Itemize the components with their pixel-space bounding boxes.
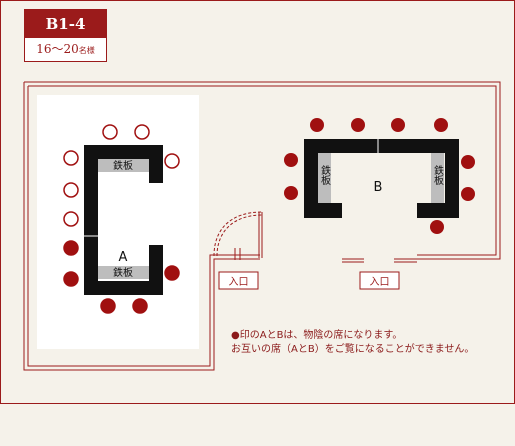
seat-open — [63, 150, 79, 166]
table-a-label: A — [119, 250, 128, 265]
entrance-left: 入口 — [218, 271, 259, 290]
griddle-a-bottom — [98, 266, 149, 279]
table-a-seats — [63, 124, 180, 314]
table-a-bottom-end — [149, 245, 163, 295]
table-a-top-end — [149, 145, 163, 183]
table-b-top-bar — [304, 139, 459, 153]
entrance-right-label: 入口 — [370, 277, 390, 288]
room-code: B1-4 — [25, 10, 106, 38]
seat-marked — [63, 240, 79, 256]
griddle-a-bottom-label: 鉄板 — [113, 266, 133, 279]
seat-open — [63, 211, 79, 227]
table-b-right-foot — [417, 203, 459, 218]
door-swing-inner — [216, 214, 263, 257]
table-b-label: B — [374, 180, 383, 195]
seat-open — [164, 153, 180, 169]
table-a-top-bar — [84, 145, 163, 159]
room-capacity: 16〜20名様 — [25, 38, 106, 61]
note-line-1: ●印のAとBは、物陰の席になります。 — [231, 330, 403, 341]
seat-marked — [284, 153, 298, 167]
table-a-spine — [84, 145, 98, 295]
room-badge: B1-4 16〜20名様 — [24, 9, 107, 62]
entrance-left-label: 入口 — [229, 277, 249, 288]
seat-marked — [461, 187, 475, 201]
griddle-b-left — [318, 153, 331, 203]
table-b-right-leg — [445, 139, 459, 218]
griddle-b-right-label: 鉄板 — [432, 164, 444, 186]
seat-marked — [284, 186, 298, 200]
griddle-a-top — [98, 159, 149, 172]
seat-marked — [430, 220, 444, 234]
entrance-left-box — [218, 271, 259, 290]
capacity-range: 16〜20 — [36, 42, 79, 56]
entrance-right: 入口 — [359, 271, 400, 290]
seating-note: ●印のAとBは、物陰の席になります。 お互いの席（AとB）をご覧になることができ… — [231, 329, 474, 357]
table-a-area — [37, 95, 199, 349]
table-b-seats — [284, 118, 475, 234]
door-jamb — [234, 248, 241, 260]
capacity-unit: 名様 — [78, 46, 95, 55]
seat-marked — [351, 118, 365, 132]
table-b: 鉄板 鉄板 B — [304, 139, 459, 218]
seat-marked — [63, 271, 79, 287]
seat-marked — [132, 298, 148, 314]
seat-open — [63, 182, 79, 198]
seat-marked — [434, 118, 448, 132]
griddle-b-left-label: 鉄板 — [319, 164, 331, 186]
table-b-left-foot — [304, 203, 342, 218]
seat-marked — [100, 298, 116, 314]
griddle-a-top-label: 鉄板 — [113, 159, 133, 172]
table-a: 鉄板 鉄板 A — [84, 145, 163, 295]
seat-marked — [310, 118, 324, 132]
door-swing — [213, 211, 263, 257]
seat-marked — [164, 265, 180, 281]
seat-open — [102, 124, 118, 140]
table-a-bottom-bar — [84, 281, 163, 295]
seat-marked — [391, 118, 405, 132]
table-b-left-leg — [304, 139, 318, 218]
seat-open — [134, 124, 150, 140]
seat-marked — [461, 155, 475, 169]
entrance-right-box — [359, 271, 400, 290]
griddle-b-right — [431, 153, 444, 203]
note-line-2: お互いの席（AとB）をご覧になることができません。 — [231, 344, 475, 355]
